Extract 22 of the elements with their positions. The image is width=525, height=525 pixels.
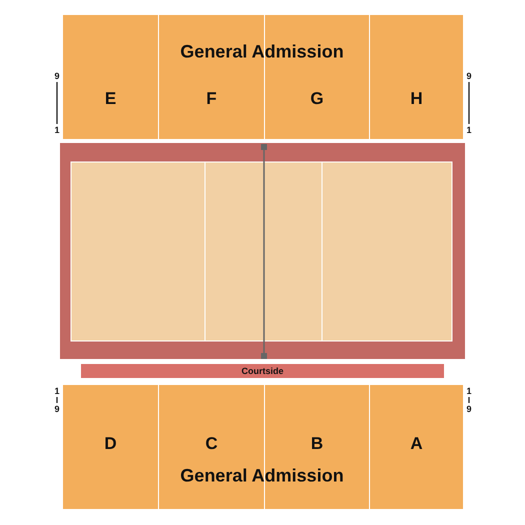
courtside-section bbox=[81, 364, 444, 378]
row-number: 1 bbox=[466, 386, 472, 396]
section-label: H bbox=[410, 88, 423, 108]
section-label: G bbox=[310, 88, 324, 108]
seating-section bbox=[63, 385, 158, 509]
section-label: A bbox=[410, 434, 423, 454]
row-number: 1 bbox=[54, 125, 60, 135]
row-number: 9 bbox=[54, 404, 60, 414]
section-label: C bbox=[205, 434, 218, 454]
section-label: E bbox=[104, 88, 116, 108]
seating-section bbox=[370, 385, 463, 509]
seating-section bbox=[63, 15, 158, 139]
row-number: 1 bbox=[466, 125, 472, 135]
row-number: 9 bbox=[466, 71, 472, 81]
row-number: 9 bbox=[54, 71, 60, 81]
section-label: B bbox=[310, 434, 324, 454]
section-label: F bbox=[206, 88, 217, 108]
row-number: 1 bbox=[54, 386, 60, 396]
section-label: D bbox=[104, 434, 117, 454]
seating-section bbox=[370, 15, 463, 139]
section-label: Courtside bbox=[241, 366, 284, 376]
row-number: 9 bbox=[466, 404, 472, 414]
